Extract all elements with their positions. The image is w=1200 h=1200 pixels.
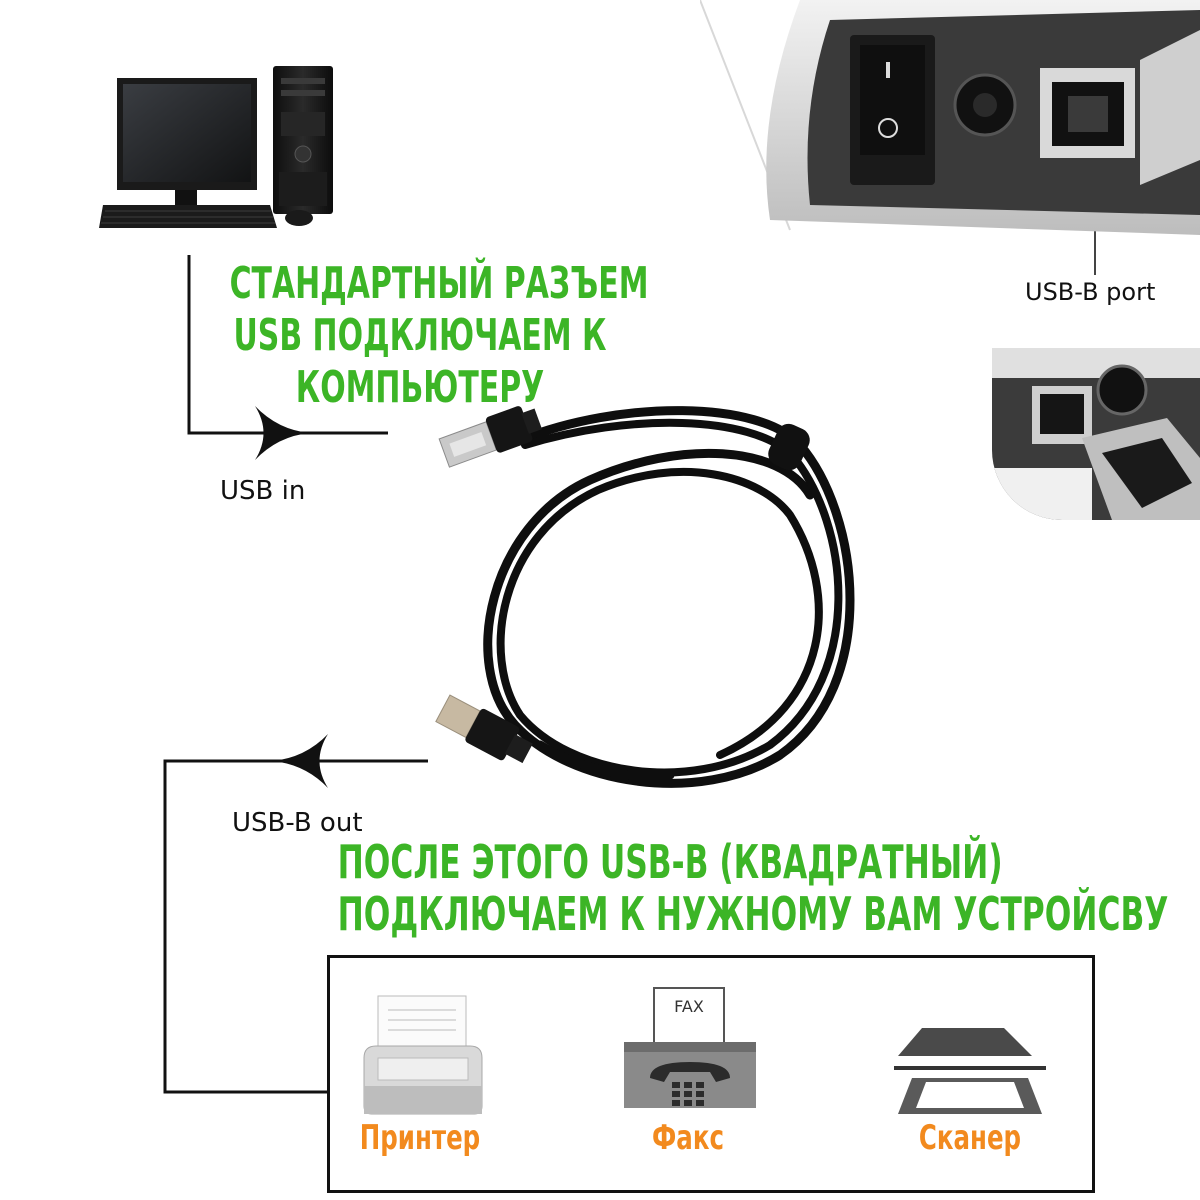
top-instruction-line-2: USB подключаем к xyxy=(233,310,607,361)
arrow-left-icon xyxy=(272,734,328,788)
top-instruction-line-3: компьютеру xyxy=(295,362,545,413)
fax-label: Факс xyxy=(652,1118,724,1158)
bottom-instruction: После этого USB-B (квадратный) подключае… xyxy=(337,835,1169,941)
plugged-port-photo xyxy=(992,348,1200,520)
printer-port-photo xyxy=(700,0,1200,235)
usb-in-label: USB in xyxy=(220,476,306,506)
scanner-label: Сканер xyxy=(918,1118,1022,1158)
top-instruction: Стандартный разъем USB подключаем к комп… xyxy=(229,258,649,414)
fax-icon: FAX xyxy=(624,987,756,1108)
scanner-icon xyxy=(894,1028,1046,1114)
usb-b-out-label: USB-B out xyxy=(232,808,363,838)
desktop-computer-icon xyxy=(99,66,333,228)
bottom-instruction-line-1: После этого USB-B (квадратный) xyxy=(337,835,1003,889)
printer-icon xyxy=(363,995,483,1115)
printer-label: Принтер xyxy=(359,1118,481,1158)
usb-cable-icon xyxy=(435,406,855,788)
fax-paper-text: FAX xyxy=(674,997,704,1016)
devices-box: Принтер FAX Факс Сканер xyxy=(327,955,1095,1193)
arrow-right-icon xyxy=(255,406,310,460)
bottom-instruction-line-2: подключаем к нужному вам устройсву xyxy=(337,887,1169,941)
usb-b-port-label: USB-B port xyxy=(1025,278,1156,306)
top-instruction-line-1: Стандартный разъем xyxy=(229,258,649,309)
